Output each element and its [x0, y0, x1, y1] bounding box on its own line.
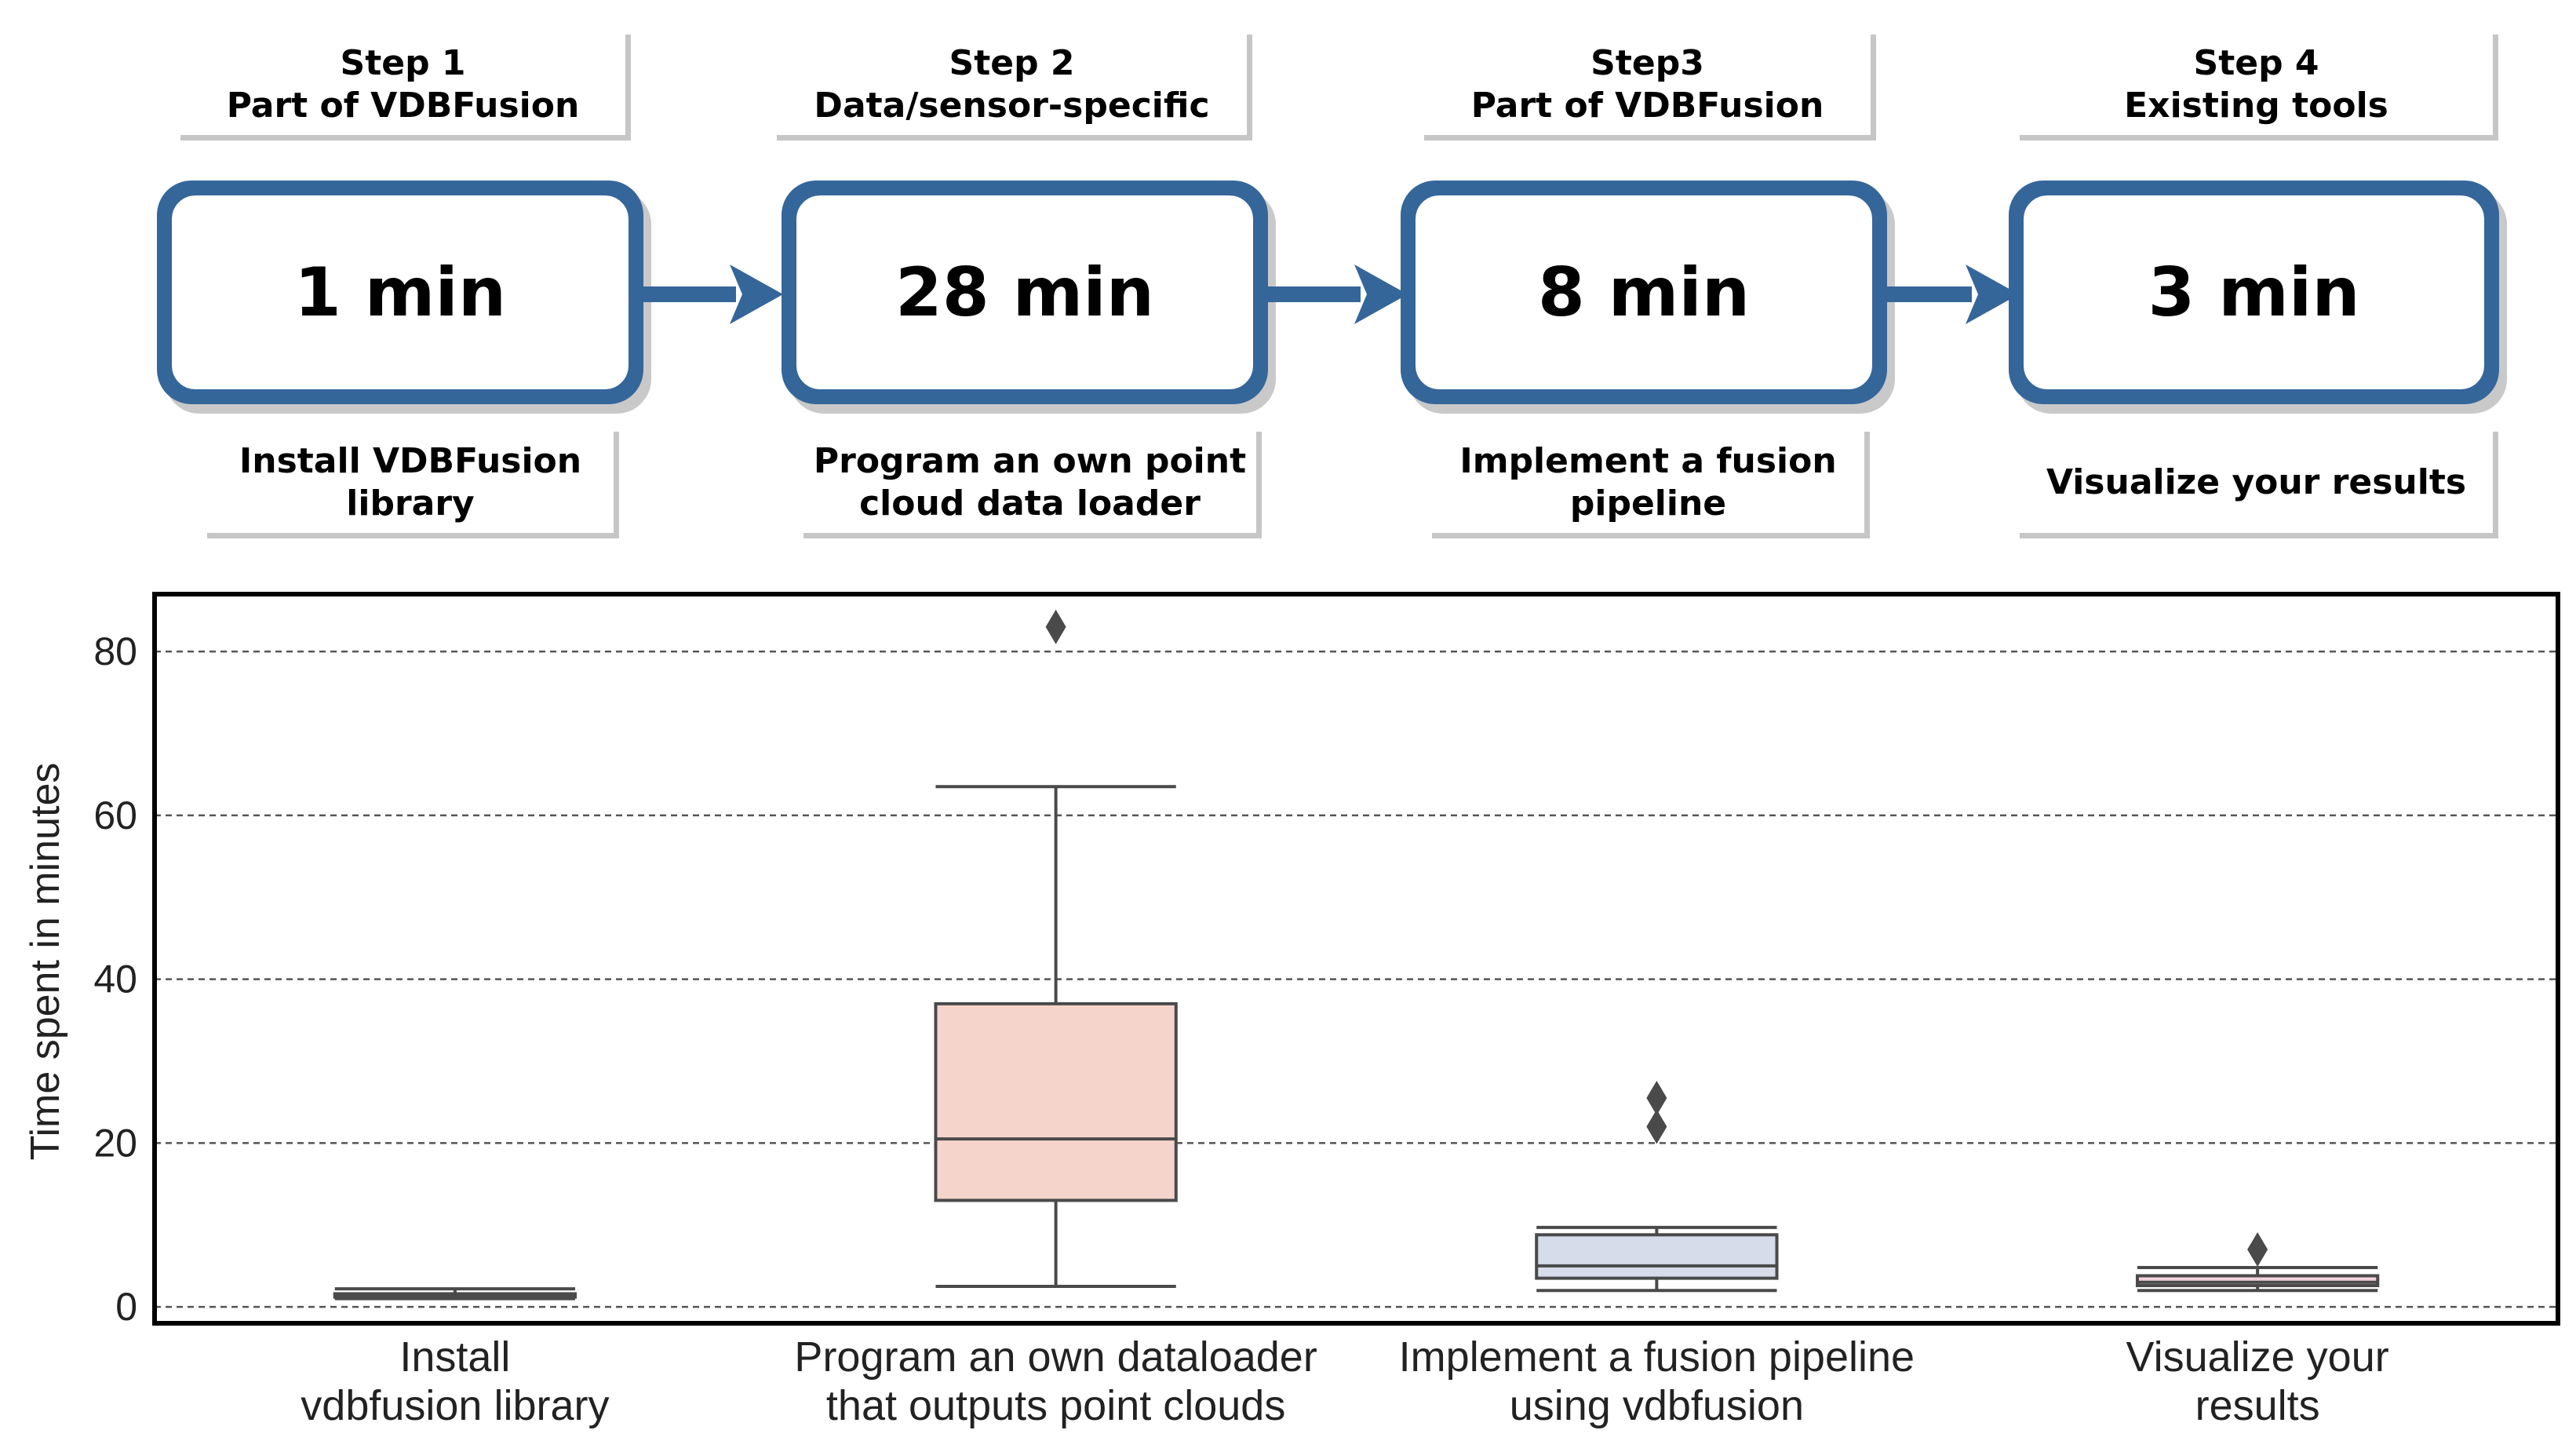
y-tick-label: 40 [93, 958, 137, 1001]
step2-task-line2: cloud data loader [859, 483, 1201, 524]
step4-header: Step 4 Existing tools [2020, 35, 2498, 140]
y-tick-label: 20 [93, 1121, 137, 1165]
outlier-marker [1045, 609, 1066, 644]
box-group [1535, 1080, 1779, 1293]
y-axis-label: Time spent in minutes [23, 763, 68, 1161]
step2-time: 28 min [895, 253, 1154, 332]
step3-title: Step3 [1590, 43, 1704, 83]
step2-scope: Data/sensor-specific [814, 86, 1210, 126]
x-category-line2: that outputs point clouds [825, 1382, 1286, 1429]
step3-time: 8 min [1537, 253, 1751, 332]
step3-header: Step3 Part of VDBFusion [1424, 35, 1876, 140]
box-group [2135, 1232, 2380, 1293]
arrow-right-icon [1886, 264, 2019, 324]
step1-time-box: 1 min [157, 181, 643, 404]
step4-scope: Existing tools [2124, 86, 2388, 126]
step2-task: Program an own point cloud data loader [803, 432, 1262, 538]
step1-header: Step 1 Part of VDBFusion [180, 35, 631, 140]
step2-header: Step 2 Data/sensor-specific [777, 35, 1252, 140]
step3-task-line1: Implement a fusion [1459, 440, 1837, 481]
outlier-marker [2247, 1232, 2268, 1268]
box-iqr [333, 1292, 578, 1299]
step1-task-line2: library [346, 483, 475, 524]
x-category-line2: using vdbfusion [1509, 1382, 1804, 1429]
x-category-line1: Visualize your [2126, 1333, 2389, 1381]
step4-task-line1: Visualize your results [2046, 461, 2467, 502]
box-group [934, 609, 1178, 1289]
step2-task-line1: Program an own point [813, 440, 1247, 481]
box-iqr [2135, 1274, 2380, 1287]
outlier-marker [1646, 1109, 1667, 1144]
x-category-line2: vdbfusion library [301, 1382, 610, 1429]
step1-scope: Part of VDBFusion [226, 86, 580, 126]
arrow-right-icon [642, 264, 783, 324]
box-group [333, 1287, 578, 1301]
outlier-marker [1646, 1080, 1667, 1115]
y-tick-label: 80 [93, 629, 137, 673]
arrow-right-icon [1266, 264, 1408, 324]
step4-task: Visualize your results [2020, 432, 2498, 538]
step2-title: Step 2 [949, 43, 1075, 83]
x-category-line2: results [2195, 1382, 2320, 1429]
step3-scope: Part of VDBFusion [1470, 86, 1824, 126]
step1-time: 1 min [293, 253, 507, 332]
step3-time-box: 8 min [1401, 181, 1887, 404]
x-category-line1: Implement a fusion pipeline [1398, 1333, 1915, 1381]
step3-task-line2: pipeline [1569, 483, 1727, 524]
step1-task-line1: Install VDBFusion [239, 440, 582, 481]
plot-frame [152, 592, 2560, 1326]
box-iqr [934, 1001, 1178, 1202]
step1-task: Install VDBFusion library [207, 432, 619, 538]
step4-title: Step 4 [2193, 43, 2319, 83]
y-tick-label: 0 [115, 1285, 137, 1329]
x-category-line1: Install [399, 1333, 511, 1381]
step3-task: Implement a fusion pipeline [1432, 432, 1870, 538]
step2-time-box: 28 min [782, 181, 1268, 404]
step4-time-box: 3 min [2009, 181, 2499, 404]
box-iqr [1535, 1233, 1779, 1280]
step1-title: Step 1 [340, 43, 466, 83]
step4-time: 3 min [2148, 253, 2360, 332]
x-category-line1: Program an own dataloader [794, 1333, 1317, 1381]
y-tick-label: 60 [93, 793, 137, 837]
